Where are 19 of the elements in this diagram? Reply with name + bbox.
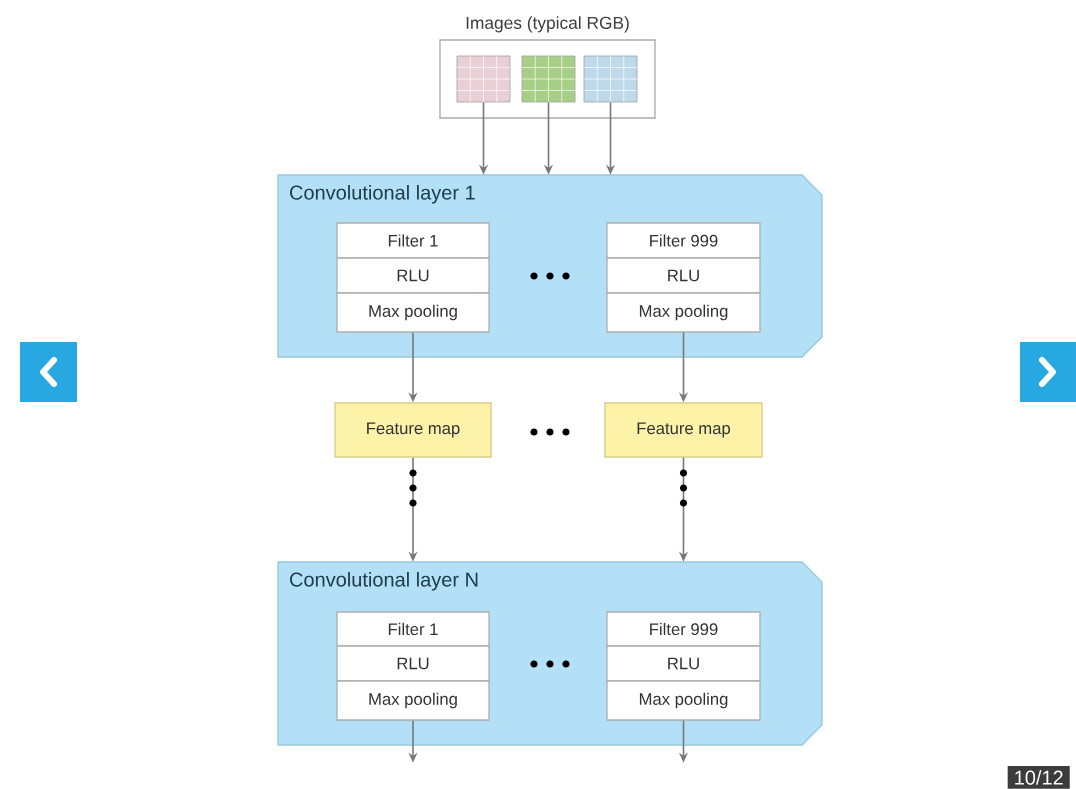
filter-cell: Max pooling xyxy=(606,292,761,333)
pixel-grid-drawing xyxy=(583,55,638,103)
pixel-grid-drawing xyxy=(521,55,576,103)
filter-cell: Filter 999 xyxy=(606,611,761,647)
feature-map-box: Feature map xyxy=(604,402,763,458)
filter-cell: RLU xyxy=(336,645,490,682)
filter-cell: RLU xyxy=(606,257,761,294)
filter-cell: Filter 1 xyxy=(336,611,490,647)
filter-cell: RLU xyxy=(606,645,761,682)
filter-cell: Filter 1 xyxy=(336,222,490,259)
page-counter: 10/12 xyxy=(1007,766,1070,789)
node-label: Images (typical RGB) xyxy=(466,16,629,33)
filter-cell: Max pooling xyxy=(336,680,490,721)
pixel-grid-drawing xyxy=(456,55,511,103)
filter-cell: Max pooling xyxy=(606,680,761,721)
feature-map-box: Feature map xyxy=(334,402,492,458)
filter-cell: RLU xyxy=(336,257,490,294)
filter-cell: Filter 999 xyxy=(606,222,761,259)
filter-cell: Max pooling xyxy=(336,292,490,333)
